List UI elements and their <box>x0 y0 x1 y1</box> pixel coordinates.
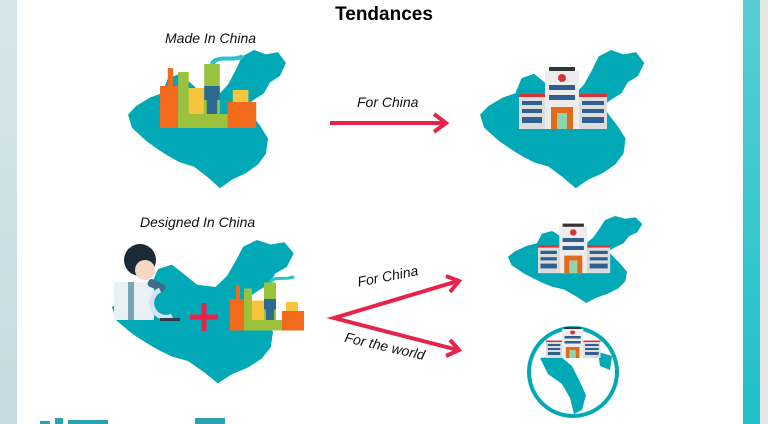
slide-title: Tendances <box>335 4 433 25</box>
right-accent-strip <box>743 0 760 424</box>
scientist-icon <box>114 244 180 321</box>
left-border-strip <box>0 0 17 424</box>
right-gray-strip <box>760 0 768 424</box>
footer-logo-partial <box>40 418 225 424</box>
for-china-label-top: For China <box>357 94 419 110</box>
plus-icon <box>190 303 218 331</box>
arrow-split <box>326 274 463 358</box>
designed-in-china-label: Designed In China <box>140 214 256 230</box>
made-in-china-label: Made In China <box>165 30 257 46</box>
arrow-for-china-top <box>330 112 450 134</box>
